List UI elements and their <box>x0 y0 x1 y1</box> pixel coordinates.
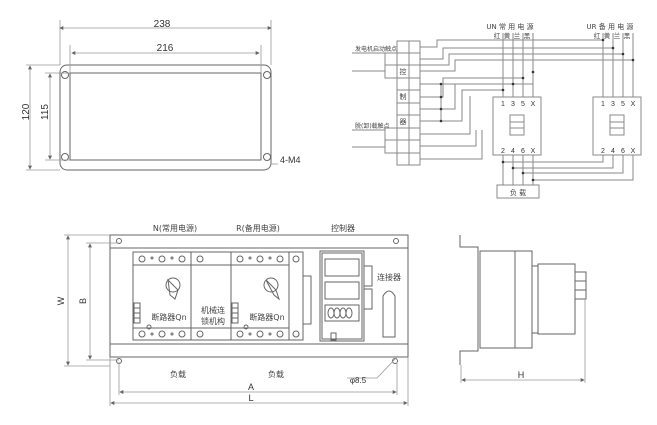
load-shed-contact-label: 脱(卸)载触点 <box>355 122 390 130</box>
wiring-diagram: UN 常 用 电 源 UR 备 用 电 源 红 黄 兰 黑 红 黄 兰 黑 控 … <box>352 22 642 199</box>
load-2-label: 负载 <box>268 369 284 379</box>
terminal-label: 3 <box>611 101 615 108</box>
mount-hole <box>61 71 69 79</box>
terminal-label: X <box>531 101 536 108</box>
mount-hole <box>61 153 69 161</box>
controller-char: 控 <box>400 67 407 76</box>
terminal-label: X <box>531 148 536 155</box>
controller-module <box>319 250 365 342</box>
terminal-label: 2 <box>501 148 505 155</box>
dim-238-label: 238 <box>154 19 171 30</box>
interlock-label-2: 锁机构 <box>201 316 225 326</box>
side-body <box>479 250 533 349</box>
load-label: 负 载 <box>510 188 526 197</box>
cutout-outer <box>59 64 272 171</box>
front-view: N(常用电源) R(备用电源) 控制器 断路器Qn 机械连 锁机构 <box>56 223 409 406</box>
phase-color-blue: 兰 <box>614 31 621 40</box>
terminal-label: 4 <box>511 148 515 155</box>
phase-color-black: 黑 <box>624 32 631 40</box>
dim-A-label: A <box>248 382 254 392</box>
side-controller <box>537 263 576 335</box>
cutout-inner <box>69 72 262 161</box>
backup-source-label: UR 备 用 电 源 <box>587 22 634 31</box>
terminal-label: 1 <box>601 101 605 108</box>
mounting-plate <box>109 234 409 358</box>
holes-label: 4-M4 <box>280 155 301 165</box>
terminal-label: X <box>631 101 636 108</box>
load-1-label: 负载 <box>170 369 186 379</box>
terminal-label: 3 <box>511 101 515 108</box>
dim-115-label: 115 <box>40 104 51 120</box>
mounting-bracket <box>459 235 479 365</box>
terminal-label: 4 <box>611 148 615 155</box>
terminal-label: 5 <box>521 101 525 108</box>
terminal-label: X <box>631 148 636 155</box>
phase-color-yellow: 黄 <box>604 31 611 40</box>
dim-120-label: 120 <box>21 103 32 120</box>
side-view: H <box>459 235 587 383</box>
interlock-label-1: 机械连 <box>201 305 225 315</box>
connector-label: 连接器 <box>377 272 401 282</box>
phase-color-yellow: 黄 <box>504 31 511 40</box>
breaker-1-label: 断路器Qn <box>151 312 186 322</box>
phase-color-red: 红 <box>594 31 601 40</box>
mount-hole <box>263 71 271 79</box>
phase-color-black: 黑 <box>524 32 531 40</box>
dim-L-label: L <box>248 393 253 403</box>
dim-216-label: 216 <box>157 43 174 54</box>
controller-char: 器 <box>400 118 407 126</box>
controller-title: 控制器 <box>331 223 355 233</box>
dim-B-label: B <box>78 298 88 304</box>
terminal-label: 5 <box>621 101 625 108</box>
load-box <box>496 184 540 199</box>
normal-source-title: N(常用电源) <box>153 223 197 233</box>
backup-source-title: R(备用电源) <box>236 223 280 233</box>
generator-contact-label: 发电机启动触点 <box>355 45 397 53</box>
dim-H-label: H <box>518 370 525 380</box>
handle-icon[interactable] <box>263 277 281 301</box>
dim-W-label: W <box>56 296 66 305</box>
phase-color-red: 红 <box>494 31 501 40</box>
breaker-backup <box>592 96 642 156</box>
controller-char: 制 <box>400 92 407 101</box>
normal-source-label: UN 常 用 电 源 <box>486 22 533 31</box>
terminal-label: 2 <box>601 148 605 155</box>
breaker-2-label: 断路器Qn <box>249 312 284 322</box>
breaker-normal <box>492 96 542 156</box>
terminal-label: 6 <box>621 148 625 155</box>
phase-color-blue: 兰 <box>514 31 521 40</box>
connector <box>382 290 396 338</box>
mount-hole <box>263 153 271 161</box>
panel-cutout: 238 216 120 115 4-M4 <box>21 19 301 171</box>
handle-icon[interactable] <box>165 277 181 300</box>
hole-diameter-label: φ8.5 <box>350 376 367 385</box>
terminal-label: 6 <box>521 148 525 155</box>
terminal-label: 1 <box>501 101 505 108</box>
